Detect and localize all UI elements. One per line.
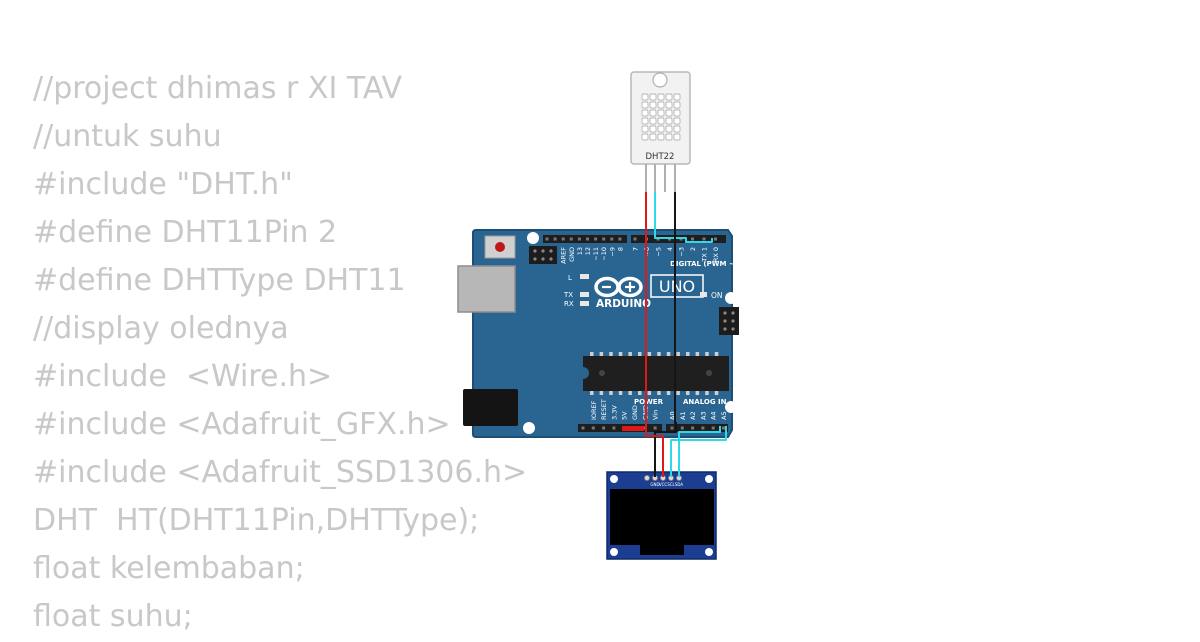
mount-hole-icon [523, 422, 535, 434]
led-rx-label: RX [564, 300, 574, 308]
code-line: //untuk suhu [33, 119, 222, 154]
wire-oled-sda [678, 426, 721, 477]
power-header[interactable] [578, 424, 662, 432]
led-on-icon [700, 292, 707, 297]
led-on-label: ON [711, 291, 723, 300]
power-jack [463, 389, 518, 426]
digital-pin-label: GND [568, 247, 576, 262]
code-line: //display olednya [33, 311, 289, 346]
oled-screen [610, 489, 714, 545]
wire-power-bridge [622, 426, 644, 431]
digital-pin-label: ~3 [678, 247, 686, 257]
oled-ribbon [640, 545, 684, 555]
code-line: #include "DHT.h" [33, 167, 293, 202]
digital-pin-label: 7 [632, 247, 640, 251]
wire-oled-vcc [645, 429, 664, 477]
mount-hole-icon [527, 232, 539, 244]
usb-port [457, 265, 516, 313]
analog-pin-label: A2 [689, 411, 697, 420]
power-pin-label: GND [631, 405, 639, 420]
digital-pin-label: 13 [576, 247, 584, 255]
icsp-header-left [529, 246, 557, 264]
reset-button-cap-icon [495, 242, 505, 252]
code-line: #define DHT11Pin 2 [33, 215, 338, 250]
arduino-logo-icon [594, 276, 643, 298]
oled-pin-label: SCL [667, 482, 675, 487]
code-line: float suhu; [33, 599, 193, 634]
digital-pin-label: ~10 [600, 247, 608, 261]
power-label: POWER [634, 398, 664, 406]
power-pin-label: RESET [600, 399, 608, 420]
code-line: //project dhimas r XI TAV [33, 71, 402, 106]
board-model: UNO [659, 277, 695, 296]
digital-pin-label: AREF [560, 247, 568, 264]
digital-pin-label: ~5 [655, 247, 663, 257]
analog-pin-label: A5 [720, 411, 728, 420]
wire-sensor-data [654, 192, 713, 243]
mount-hole-icon [725, 292, 737, 304]
code-line: #define DHTType DHT11 [33, 263, 406, 298]
power-pin-label: IOREF [590, 400, 598, 420]
digital-pin-label: 12 [584, 247, 592, 255]
digital-label: DIGITAL (PWM ~) [670, 260, 738, 268]
led-l-label: L [568, 274, 572, 282]
power-pin-label: 3.3V [610, 405, 618, 420]
power-pin-label: 5V [621, 411, 629, 420]
digital-pin-label: 2 [689, 247, 697, 251]
analog-pin-label: A3 [699, 411, 707, 420]
sensor-grille [641, 93, 681, 141]
icsp-header-right [719, 307, 739, 335]
digital-pin-label: ~11 [592, 247, 600, 261]
wire-sensor-gnd [674, 192, 677, 424]
wire-oled-gnd [654, 424, 677, 477]
digital-pin-label: RX 0 [712, 247, 720, 262]
analog-pin-label: A4 [710, 411, 718, 420]
wire-oled-scl [670, 426, 727, 477]
code-line: float kelembaban; [33, 551, 305, 586]
led-tx-icon [580, 292, 589, 297]
sensor-label: DHT22 [646, 152, 675, 162]
board-brand: ARDUINO [596, 298, 651, 310]
digital-pin-label: TX 1 [701, 247, 709, 263]
digital-pin-label: 8 [616, 247, 624, 251]
code-line: #include <Adafruit_SSD1306.h> [33, 455, 528, 490]
oled-pin-label: GND [650, 482, 659, 487]
code-line: #include <Adafruit_GFX.h> [33, 407, 451, 442]
led-rx-icon [580, 301, 589, 306]
analog-header[interactable] [666, 424, 728, 432]
code-line: #include <Wire.h> [33, 359, 333, 394]
mount-hole-icon [652, 72, 668, 88]
model-frame [650, 274, 704, 298]
analog-pin-label: A1 [679, 411, 687, 420]
wiring [622, 192, 727, 477]
digital-pin-label: 4 [666, 247, 674, 251]
analog-pin-label: A0 [669, 411, 677, 420]
code-line: DHT HT(DHT11Pin,DHTType); [33, 503, 480, 538]
code-listing: //project dhimas r XI TAV //untuk suhu #in… [33, 66, 527, 642]
led-tx-label: TX [563, 291, 573, 299]
mount-hole-icon [725, 401, 737, 413]
oled-pin-label: SDA [675, 482, 684, 487]
microcontroller-chip [583, 352, 729, 395]
analog-label: ANALOG IN [683, 398, 727, 406]
digital-pin-label: ~9 [608, 247, 616, 257]
power-pin-label: Vin [652, 410, 660, 420]
dht22-sensor[interactable]: DHT22 [630, 71, 691, 192]
oled-pin-label: VCC [659, 482, 668, 487]
led-l-icon [580, 274, 589, 279]
